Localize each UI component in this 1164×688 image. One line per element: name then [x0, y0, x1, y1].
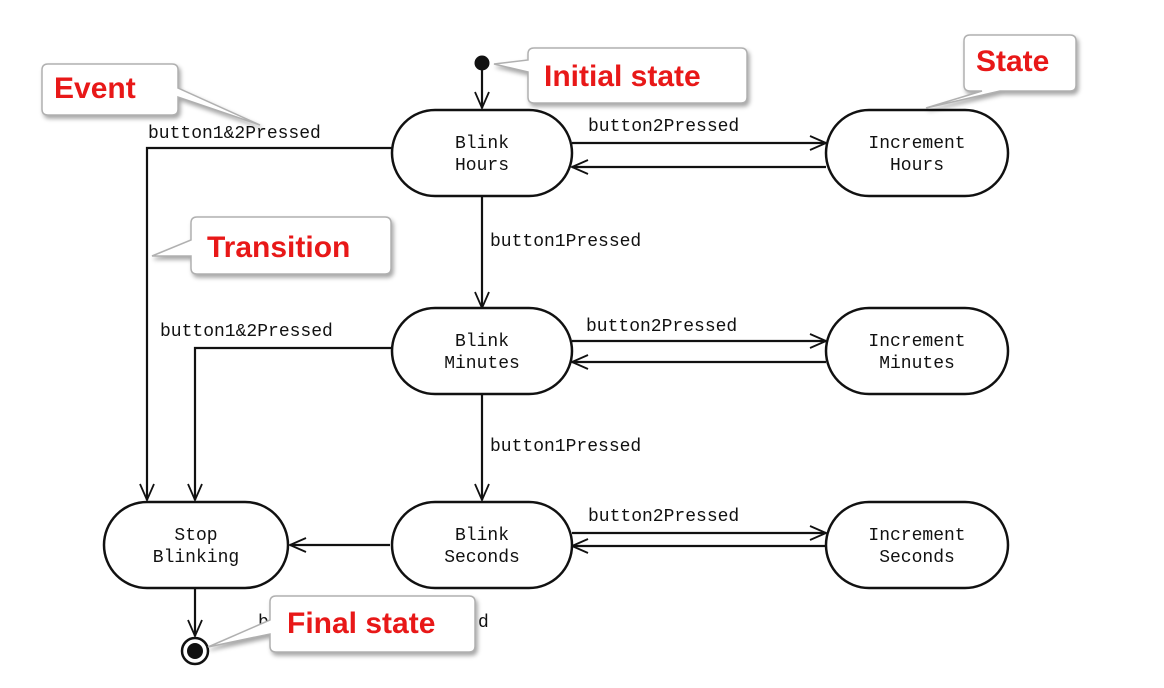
state-increment-minutes-line2: Minutes — [879, 354, 955, 374]
transition-minutes-to-stop — [195, 346, 392, 500]
event-label-minutes-to-stop: button1&2Pressed — [160, 322, 333, 342]
transition-hours-to-stop — [147, 146, 392, 500]
state-blink-seconds-line2: Seconds — [444, 548, 520, 568]
event-label-hours-to-stop: button1&2Pressed — [148, 124, 321, 144]
event-label-hours-to-minutes: button1Pressed — [490, 232, 641, 252]
state-increment-seconds-line2: Seconds — [879, 548, 955, 568]
state-blink-minutes — [390, 306, 574, 396]
state-blink-seconds — [390, 500, 574, 590]
state-stop-blinking-line2: Blinking — [153, 548, 239, 568]
state-increment-seconds-line1: Increment — [868, 526, 965, 546]
state-blink-hours-line1: Blink — [455, 134, 509, 154]
event-label-seconds-to-increment: button2Pressed — [588, 507, 739, 527]
event-label-minutes-to-seconds: button1Pressed — [490, 437, 641, 457]
state-blink-minutes-line1: Blink — [455, 332, 509, 352]
state-blink-seconds-line1: Blink — [455, 526, 509, 546]
state-increment-seconds — [824, 500, 1010, 590]
event-label-minutes-to-increment: button2Pressed — [586, 317, 737, 337]
state-increment-minutes-line1: Increment — [868, 332, 965, 352]
event-label-hours-to-increment: button2Pressed — [588, 117, 739, 137]
event-label-partial-hidden-tail: d — [478, 613, 489, 633]
state-stop-blinking — [102, 500, 290, 590]
initial-state-marker — [474, 55, 490, 71]
state-increment-hours-line2: Hours — [890, 156, 944, 176]
callout-initial-state: Initial state — [493, 47, 748, 104]
callout-event-text: Event — [54, 72, 136, 105]
state-increment-minutes — [824, 306, 1010, 396]
state-blink-hours — [390, 108, 574, 198]
state-increment-hours-line1: Increment — [868, 134, 965, 154]
callout-initial-state-text: Initial state — [544, 60, 701, 93]
state-stop-blinking-line1: Stop — [174, 526, 217, 546]
final-state-marker — [180, 636, 210, 666]
callout-state-text: State — [976, 45, 1049, 78]
callout-final-state: Final state — [207, 595, 476, 653]
callout-event: Event — [41, 63, 261, 126]
callout-transition: Transition — [151, 216, 392, 275]
callout-transition-text: Transition — [207, 231, 350, 264]
callout-state: State — [925, 34, 1077, 109]
state-blink-minutes-line2: Minutes — [444, 354, 520, 374]
state-blink-hours-line2: Hours — [455, 156, 509, 176]
callout-final-state-text: Final state — [287, 607, 435, 640]
state-increment-hours — [824, 108, 1010, 198]
